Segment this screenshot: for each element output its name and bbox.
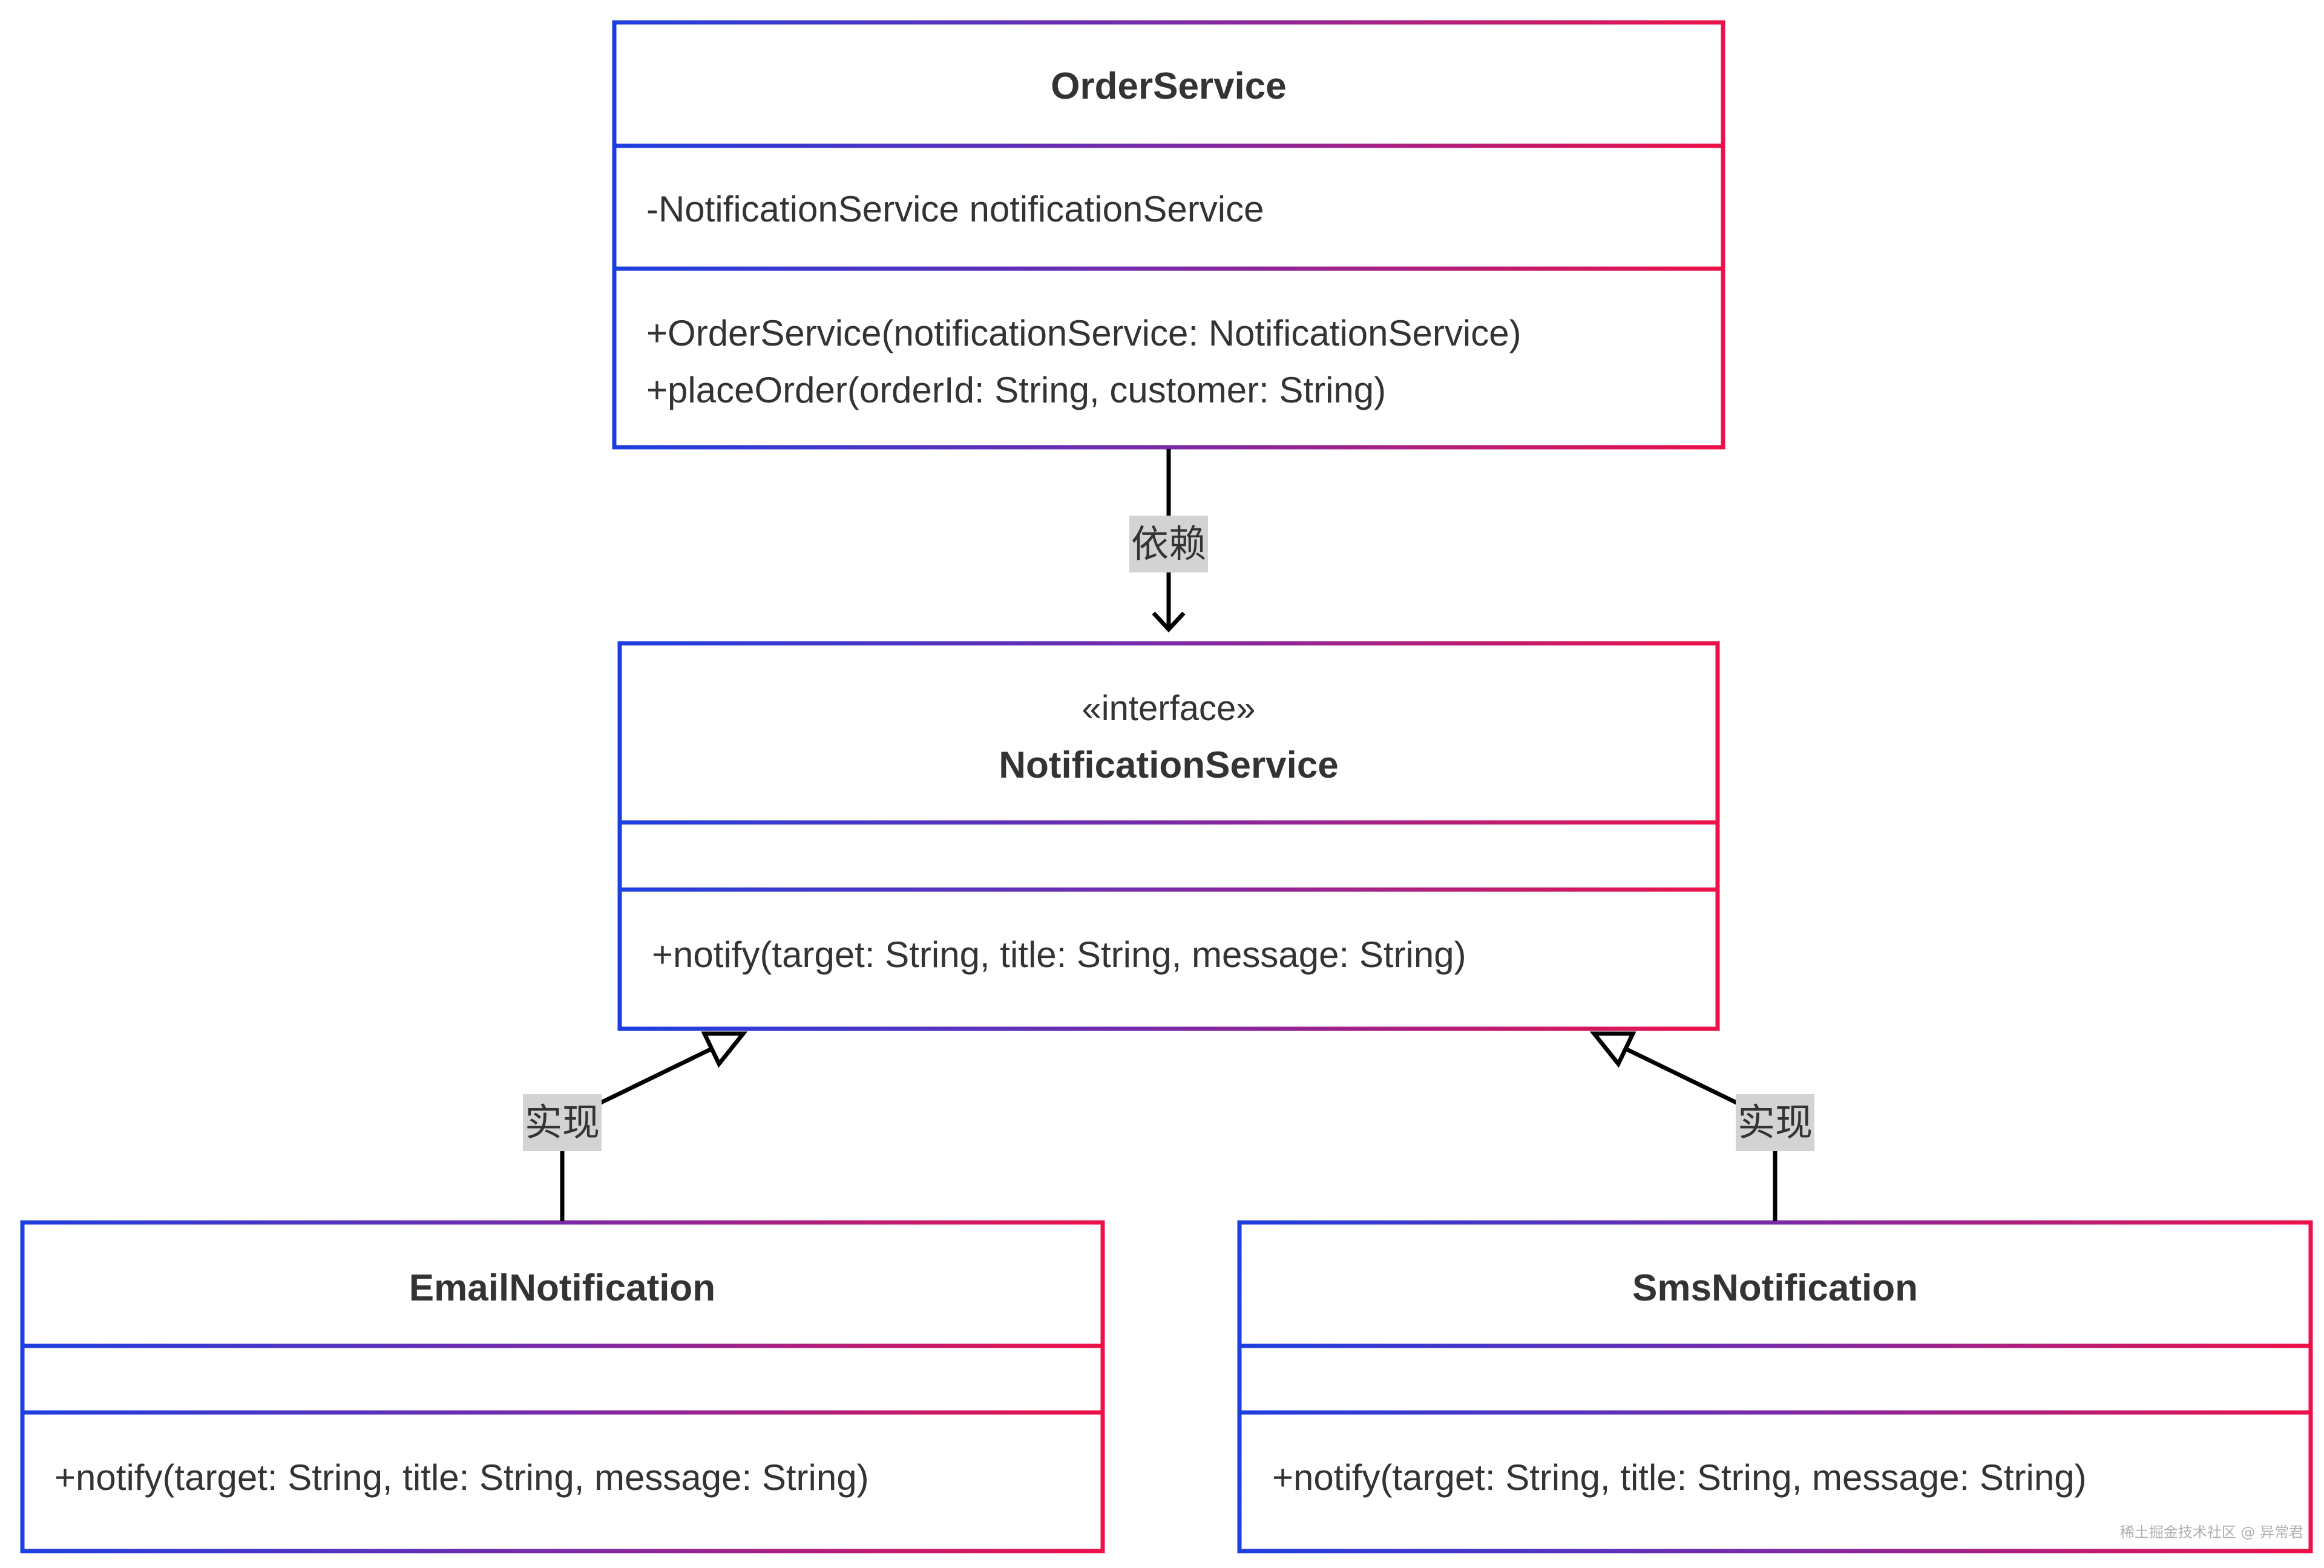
class-box bbox=[612, 20, 1725, 450]
method: +placeOrder(orderId: String, customer: S… bbox=[646, 370, 1386, 410]
class-name: NotificationService bbox=[999, 744, 1339, 786]
edge-label-background bbox=[1736, 1094, 1814, 1151]
class-name: OrderService bbox=[1051, 65, 1286, 107]
class-box bbox=[1237, 1220, 2313, 1553]
realization-label: 实现 bbox=[525, 1100, 600, 1144]
class-name: SmsNotification bbox=[1632, 1267, 1918, 1309]
class-name: EmailNotification bbox=[409, 1267, 715, 1309]
class-sms-notification[interactable]: SmsNotification +notify(target: String, … bbox=[1237, 1220, 2313, 1553]
edge-label-background bbox=[523, 1094, 602, 1151]
dependency-edge[interactable]: 依赖 bbox=[1129, 449, 1208, 633]
sms-realization-edge[interactable]: 实现 bbox=[1589, 1031, 1814, 1221]
class-box bbox=[20, 1220, 1105, 1553]
dependency-label: 依赖 bbox=[1131, 522, 1206, 566]
attribute: -NotificationService notificationService bbox=[646, 189, 1264, 229]
class-order-service[interactable]: OrderService -NotificationService notifi… bbox=[612, 20, 1725, 450]
email-realization-edge[interactable]: 实现 bbox=[523, 1031, 748, 1221]
hollow-triangle-arrowhead-icon bbox=[1589, 1031, 1636, 1068]
method: +notify(target: String, title: String, m… bbox=[652, 934, 1466, 975]
method: +OrderService(notificationService: Notif… bbox=[646, 313, 1521, 353]
class-email-notification[interactable]: EmailNotification +notify(target: String… bbox=[20, 1220, 1105, 1553]
class-box bbox=[617, 641, 1720, 1031]
hollow-triangle-arrowhead-icon bbox=[701, 1031, 748, 1068]
open-arrowhead-icon bbox=[1152, 611, 1186, 633]
class-notification-service[interactable]: «interface» NotificationService +notify(… bbox=[617, 641, 1720, 1031]
watermark: 稀土掘金技术社区 @ 异常君 bbox=[2120, 1524, 2303, 1541]
realization-label: 实现 bbox=[1738, 1100, 1813, 1144]
method: +notify(target: String, title: String, m… bbox=[54, 1457, 869, 1498]
edge-label-background bbox=[1129, 516, 1208, 572]
stereotype-label: «interface» bbox=[1082, 689, 1256, 728]
method: +notify(target: String, title: String, m… bbox=[1272, 1457, 2087, 1498]
